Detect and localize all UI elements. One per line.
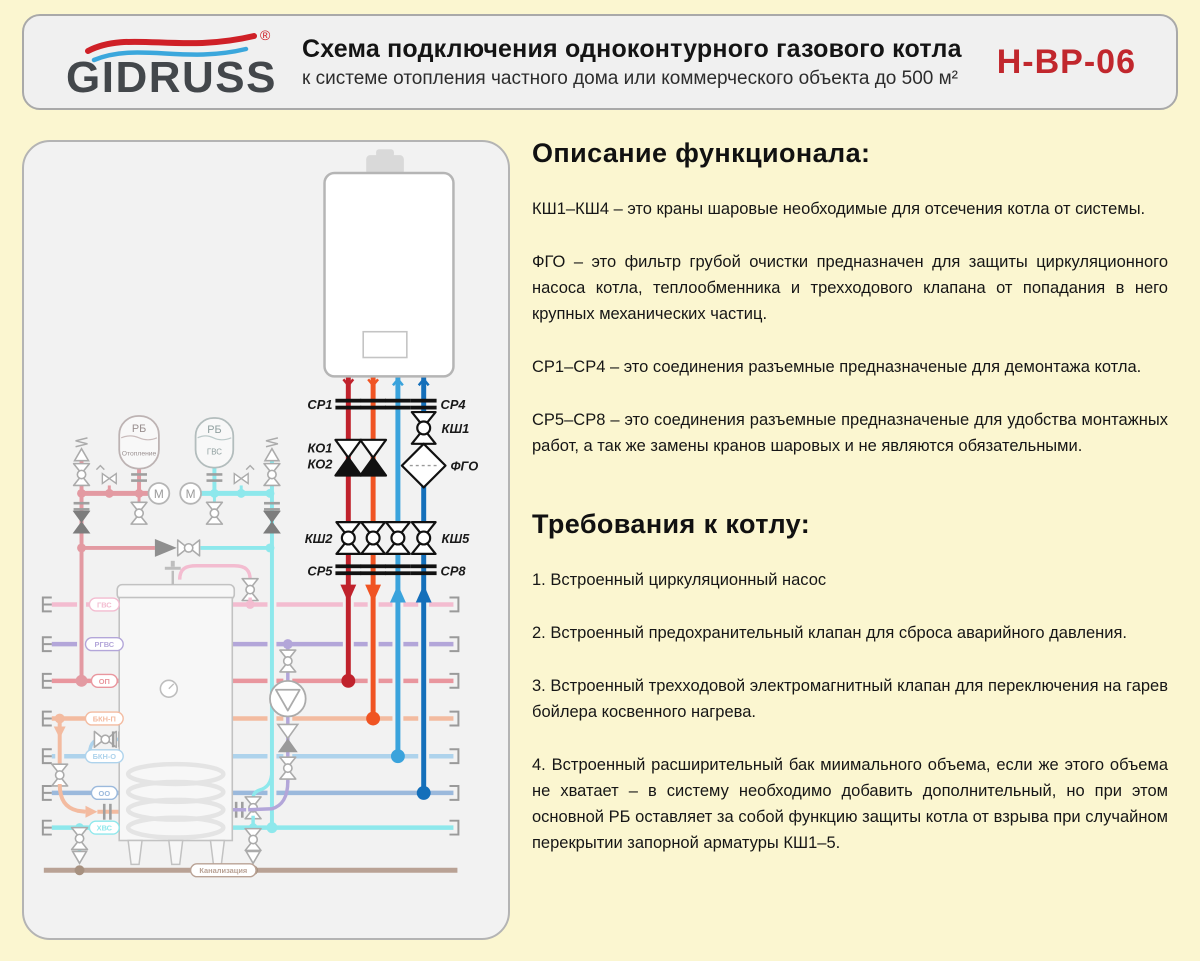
- pipe-casings: [342, 591, 430, 789]
- section-heading-requirements: Требования к котлу:: [532, 509, 811, 539]
- junction-dot-1: [341, 673, 356, 688]
- label-ko1: КО1: [308, 441, 333, 456]
- piping-diagram: М М: [41, 149, 479, 878]
- junction-dot-2: [366, 711, 381, 726]
- pill-bknp: БКН-П: [93, 715, 116, 724]
- filter-fgo: [400, 442, 447, 489]
- expansion-tanks: РБ Отопление РБ ГВС: [118, 415, 235, 470]
- label-cp1: СР1: [307, 397, 332, 412]
- requirement-1: 1. Встроенный циркуляционный насос: [532, 571, 827, 589]
- diagram-panel: М М: [22, 140, 510, 940]
- logo-text: GIDRUSS: [66, 53, 276, 100]
- rb-heating-label: РБ: [132, 423, 146, 435]
- text-column: Описание функционала: КШ1–КШ4 – это кран…: [532, 138, 1168, 856]
- title-block: Схема подключения одноконтурного газовог…: [302, 35, 962, 90]
- section-heading-functional: Описание функционала:: [532, 138, 871, 168]
- junction-dot-3: [390, 749, 405, 764]
- page-subtitle: к системе отопления частного дома или ко…: [302, 67, 959, 89]
- pill-bkno: БКН-О: [93, 752, 117, 761]
- dhw-outlet-pipe: [177, 564, 252, 580]
- fitting-labels: СР1 СР4 КШ1 КО1 КО2 ФГО КШ2 КШ5 СР5 СР8: [305, 397, 479, 579]
- flow-arrow-up-3: [389, 584, 406, 603]
- gidruss-logo: GIDRUSS ®: [66, 27, 276, 100]
- background-plumbing: М М: [50, 437, 307, 876]
- gas-boiler: [323, 149, 455, 378]
- boiler-fittings: [334, 398, 447, 576]
- pill-drain: Канализация: [199, 866, 247, 875]
- boiler-display: [362, 330, 408, 359]
- label-ksh1: КШ1: [442, 421, 470, 436]
- label-cp4: СР4: [441, 397, 466, 412]
- requirement-2: 2. Встроенный предохранительный клапан д…: [532, 624, 1127, 642]
- label-cp5: СР5: [307, 564, 333, 579]
- label-fgo: ФГО: [450, 459, 478, 474]
- flow-arrow-up-4: [415, 584, 432, 603]
- pill-gvs: ГВС: [97, 600, 112, 609]
- paragraph-ksh: КШ1–КШ4 – это краны шаровые необходимые …: [532, 200, 1146, 218]
- valve-ksh5: [410, 521, 437, 555]
- registered-mark: ®: [260, 27, 271, 43]
- valve-ksh2: [335, 521, 362, 555]
- header-card: GIDRUSS ® Схема подключения одноконтурно…: [22, 14, 1178, 110]
- check-valve-ko2: [359, 438, 388, 477]
- paragraph-cp1-cp4: СР1–СР4 – это соединения разъемные предн…: [532, 358, 1142, 376]
- pill-oo: ОО: [99, 789, 111, 798]
- label-ksh5: КШ5: [442, 531, 471, 546]
- logo-red-wave: [85, 33, 257, 54]
- valve-ksh1: [410, 410, 437, 445]
- label-ko2: КО2: [308, 457, 334, 472]
- label-cp8: СР8: [441, 564, 467, 579]
- valve-ksh3: [360, 521, 387, 555]
- requirement-3: 3. Встроенный трехходовой электромагнитн…: [532, 677, 1168, 721]
- svg-text:М: М: [154, 487, 164, 501]
- flow-arrow-down-1: [340, 584, 357, 603]
- line-terminators: [41, 596, 460, 836]
- pill-hvs: ХВС: [97, 824, 113, 833]
- flow-arrow-down-2: [365, 584, 382, 603]
- page-title: Схема подключения одноконтурного газовог…: [302, 34, 962, 63]
- paragraph-fgo: ФГО – это фильтр грубой очистки предназн…: [532, 253, 1168, 323]
- paragraph-cp5-cp8: СР5–СР8 – это соединения разъемные предн…: [532, 411, 1168, 455]
- rb-dhw-label: РБ: [207, 424, 221, 436]
- recirculation-pump-column: [232, 639, 307, 818]
- scheme-code: H-BP-06: [996, 42, 1136, 81]
- line-pills: ГВС РГВС ОП БКН-П БКН-О ОО ХВС Канализац…: [84, 597, 257, 878]
- logo-blue-wave: [91, 46, 249, 63]
- pill-op: ОП: [99, 677, 110, 686]
- pump-motors: М М: [147, 482, 202, 505]
- boiler-body: [323, 171, 455, 378]
- valve-ksh4: [384, 521, 411, 555]
- label-ksh2: КШ2: [305, 531, 334, 546]
- pill-rgvs: РГВС: [95, 640, 115, 649]
- rb-heating-sublabel: Отопление: [122, 451, 157, 458]
- junction-dot-4: [416, 785, 431, 800]
- svg-text:М: М: [186, 487, 196, 501]
- boiler-flue: [366, 155, 404, 176]
- indirect-boiler-tank: [116, 560, 259, 866]
- check-valve-ko1: [334, 438, 363, 477]
- rb-dhw-sublabel: ГВС: [207, 448, 222, 457]
- requirement-4: 4. Встроенный расширительный бак миималь…: [532, 756, 1168, 852]
